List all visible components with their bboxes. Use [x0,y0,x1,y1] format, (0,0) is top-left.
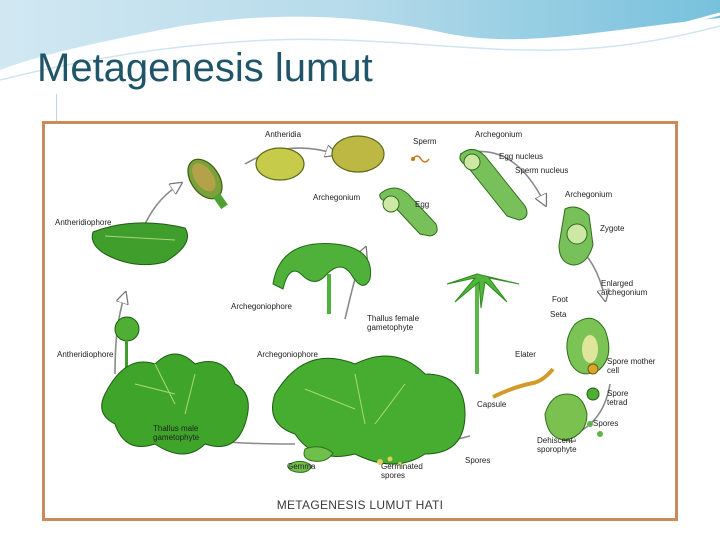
germinated-spores [377,456,402,466]
gemma-mark [288,446,334,473]
archegoniophore-stalk [446,273,520,374]
spore-tetrad [586,387,600,401]
label-foot: Foot [552,295,569,304]
label-gemma: Gemma [287,462,316,471]
label-spores-right: Spores [593,419,619,428]
label-capsule: Capsule [477,400,507,409]
label-archegoniophore-mid: Archegoniophore [231,302,292,311]
thallus-female [272,355,466,465]
sperm-mark [411,155,430,163]
label-dehiscent-sporophyte: Dehiscent sporophyte [537,436,577,454]
diagram-caption: METAGENESIS LUMUT HATI [276,498,444,512]
sporophyte-capsule [566,317,610,375]
label-archegoniophore-left: Archegoniophore [257,350,318,359]
label-sperm-nucleus: Sperm nucleus [515,166,569,175]
label-thallus-female: Thallus female gametophyte [367,314,420,332]
label-elater: Elater [515,350,536,359]
label-germinated-spores: Germinated spores [381,462,423,480]
label-antheridiophore-top: Antheridiophore [55,218,112,227]
thallus-male [101,353,249,455]
label-sperm: Sperm [413,137,437,146]
life-cycle-illustration [91,135,611,473]
antheridia-group [187,135,385,210]
life-cycle-figure: Antheridia Sperm Archegonium Egg nucleus… [42,121,678,521]
archegoniophore-umbrella [272,243,372,314]
label-egg: Egg [415,200,430,209]
label-antheridiophore-left: Antheridiophore [57,350,114,359]
label-antheridia: Antheridia [265,130,302,139]
slide-title: Metagenesis lumut [37,46,373,90]
label-seta: Seta [550,310,567,319]
label-egg-nucleus: Egg nucleus [499,152,544,161]
label-archegonium-right: Archegonium [565,190,613,199]
label-spores-bottom: Spores [465,456,491,465]
label-enlarged-archegonium: Enlarged archegonium [601,279,648,297]
spore-mother-cell [587,363,599,375]
antheridiophore-disc [114,316,140,369]
dehiscent-sporophyte [544,393,603,441]
label-archegonium-mid: Archegonium [313,193,361,202]
left-rule [56,94,57,124]
label-thallus-male: Thallus male gametophyte [153,424,200,442]
label-spore-tetrad: Spore tetrad [607,389,629,407]
label-zygote: Zygote [600,224,625,233]
antheridiophore-top [91,222,188,266]
elater-mark [492,367,555,399]
label-archegonium-top: Archegonium [475,130,523,139]
label-spore-mother-cell: Spore mother cell [607,357,656,375]
header-wave-decoration [0,0,720,81]
archegonium-flasks [379,149,594,266]
